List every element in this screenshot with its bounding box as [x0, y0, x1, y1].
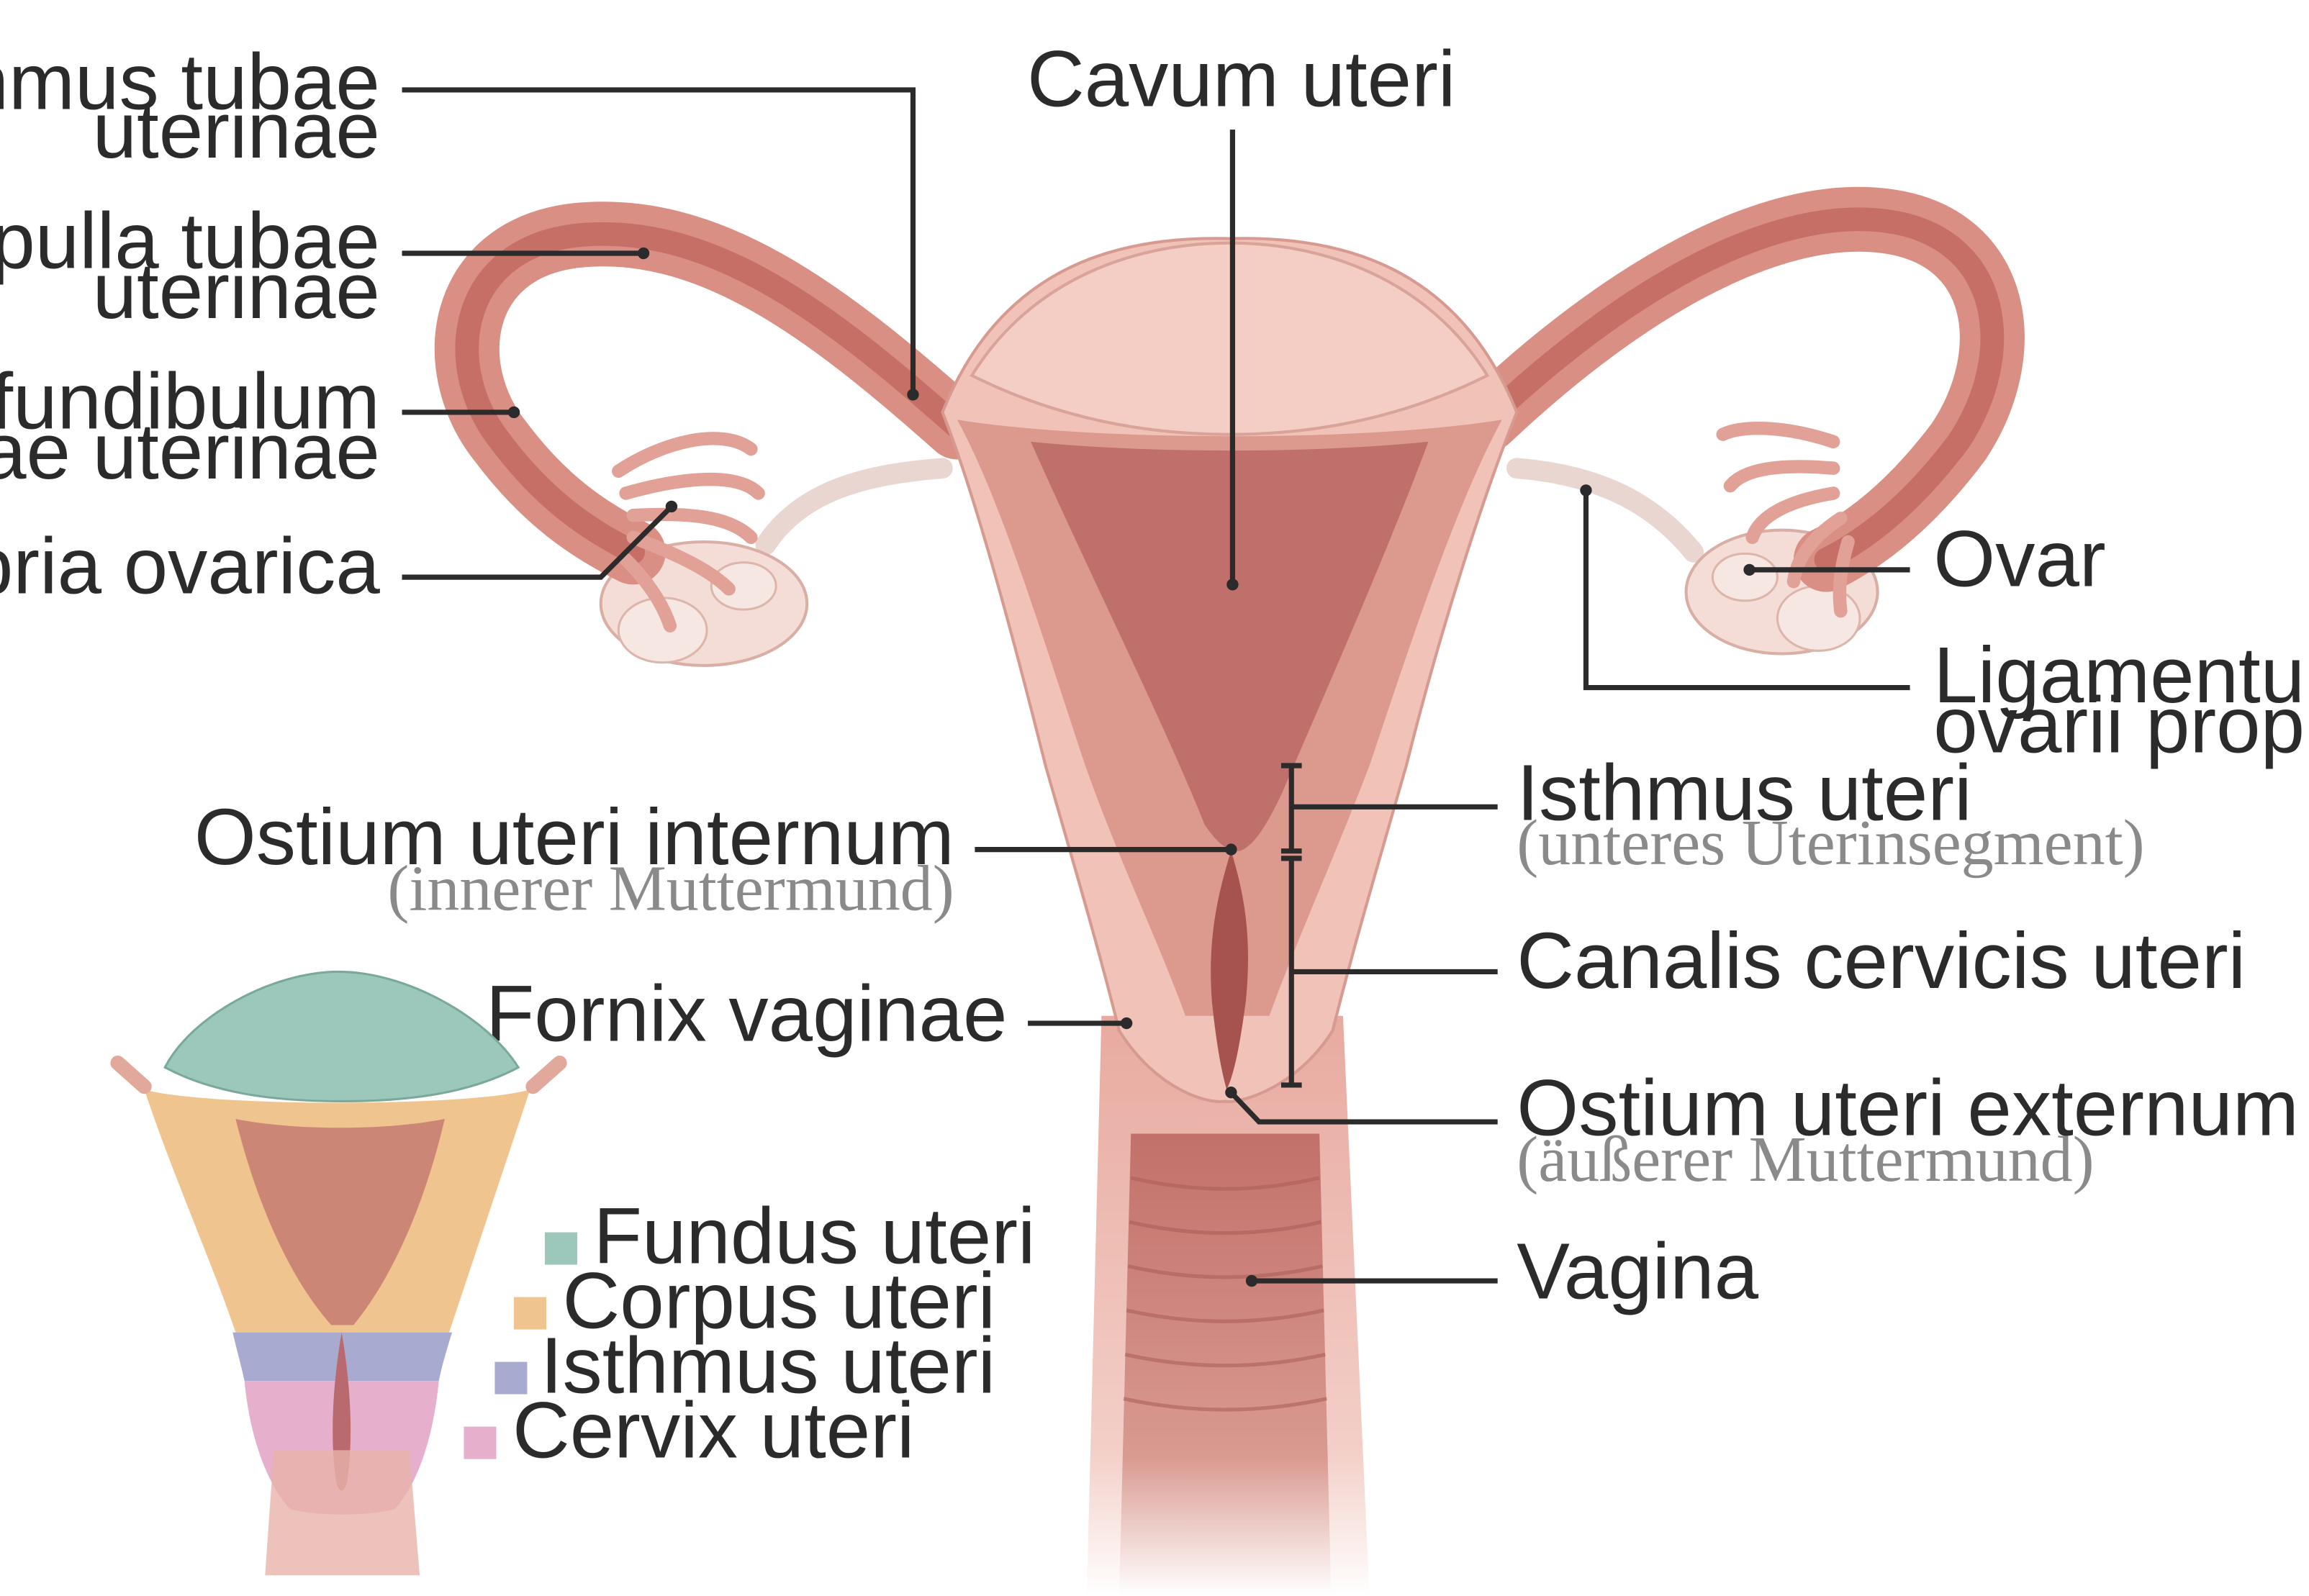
labels: Isthmus tubae uterinae Ampulla tubae ute…: [0, 35, 2309, 1315]
uterus-fundus: [970, 241, 1490, 436]
legend-item-isthmus: Isthmus uteri: [494, 1322, 995, 1410]
label-vagina: Vagina: [1517, 1228, 1758, 1316]
inset-cavity: [235, 1119, 445, 1325]
label-ampulla-tubae-line1: Ampulla tubae: [0, 196, 380, 285]
cervical-canal: [1211, 851, 1248, 1090]
uterine-cavity: [1031, 441, 1429, 851]
left-ovarian-ligament: [755, 458, 953, 556]
legend-label-corpus: Corpus uteri: [563, 1257, 996, 1346]
legend-swatch-corpus: [514, 1297, 547, 1330]
label-isthmus-tubae-line2: uterinae: [93, 86, 380, 175]
legend-swatch-isthmus: [494, 1361, 528, 1395]
sublabel-ostium-internum: (innerer Muttermund): [387, 853, 954, 924]
legend-item-fundus: Fundus uteri: [544, 1192, 1036, 1281]
label-isthmus-tubae-line1: Isthmus tubae: [0, 38, 380, 127]
legend-item-cervix: Cervix uteri: [464, 1387, 915, 1475]
right-fimbriae: [1716, 421, 1855, 618]
inset-fundus-region: [163, 970, 520, 1102]
sublabel-ostium-externum: (äußerer Muttermund): [1517, 1124, 2094, 1195]
label-infundibulum-line2: tubae uterinae: [0, 407, 380, 496]
label-cavum-uteri: Cavum uteri: [1027, 35, 1456, 123]
label-ampulla-tubae-line2: uterinae: [93, 247, 380, 335]
right-fallopian-tube: [1455, 186, 2025, 592]
legend-label-fundus: Fundus uteri: [594, 1192, 1036, 1281]
label-canalis-cervicis: Canalis cervicis uteri: [1517, 917, 2246, 1005]
legend-label-isthmus: Isthmus uteri: [541, 1322, 995, 1410]
label-ligamentum-line1: Ligamentum: [1933, 631, 2309, 720]
left-fimbriae: [612, 432, 765, 632]
label-ligamentum-line2: ovarii proprium: [1933, 681, 2309, 770]
legend-swatch-fundus: [544, 1232, 577, 1265]
label-infundibulum-line1: Infundibulum: [0, 357, 380, 445]
legend-swatch-cervix: [464, 1426, 497, 1459]
label-ostium-externum: Ostium uteri externum: [1517, 1064, 2299, 1153]
label-ovar: Ovar: [1933, 514, 2105, 603]
label-fimbria-ovarica: Fimbria ovarica: [0, 522, 380, 611]
legend: Fundus uteri Corpus uteri Isthmus uteri …: [464, 1192, 1036, 1475]
left-fallopian-tube: [434, 201, 990, 585]
vaginal-rugae: [1123, 1176, 1327, 1412]
main-illustration: [434, 186, 2025, 1596]
label-ostium-internum: Ostium uteri internum: [194, 793, 954, 881]
label-isthmus-uteri: Isthmus uteri: [1517, 749, 1971, 838]
regions-inset: [103, 970, 589, 1596]
legend-item-corpus: Corpus uteri: [514, 1257, 995, 1346]
label-fornix-vaginae: Fornix vaginae: [486, 970, 1008, 1058]
sublabel-isthmus-uteri: (unteres Uterinsegment): [1517, 807, 2144, 879]
right-ovarian-ligament: [1506, 458, 1704, 563]
legend-label-cervix: Cervix uteri: [512, 1387, 915, 1475]
leader-lines: [402, 87, 1910, 1287]
